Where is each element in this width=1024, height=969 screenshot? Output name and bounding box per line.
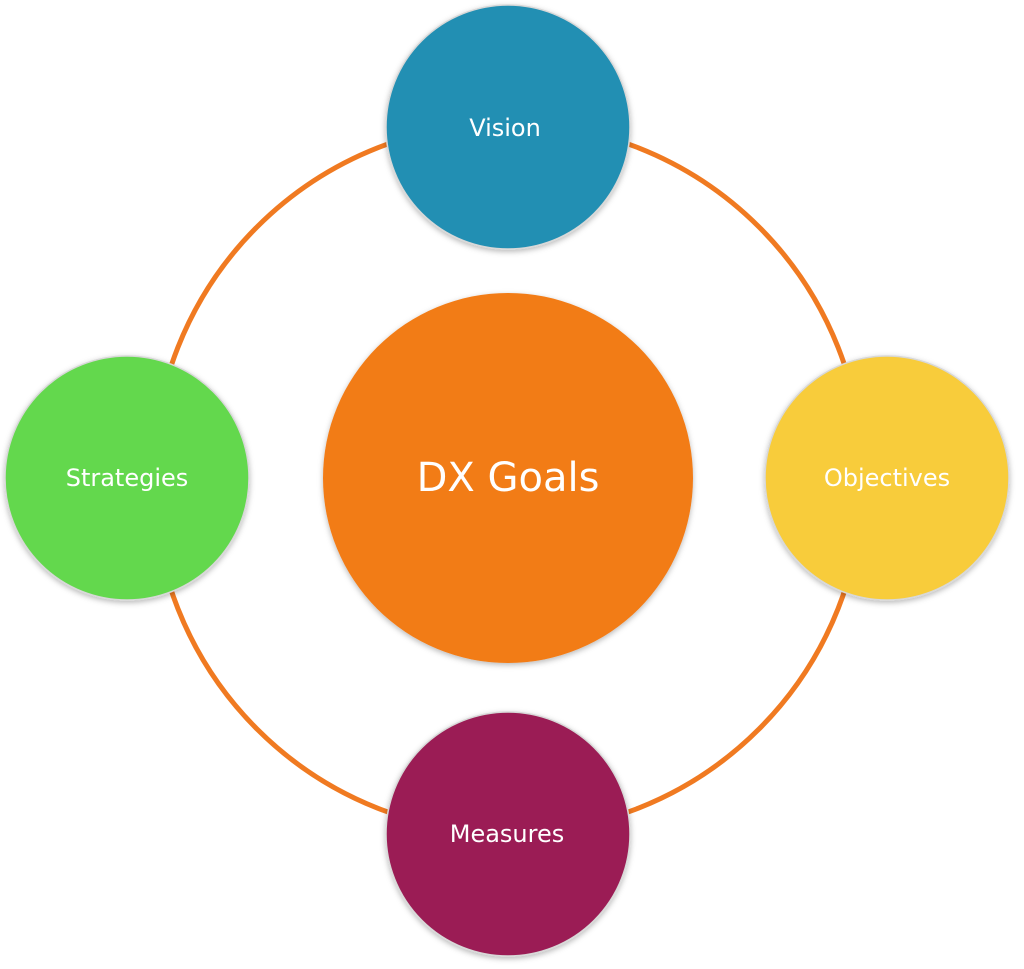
objectives-node: Objectives: [764, 355, 1010, 601]
vision-node: Vision: [385, 4, 631, 250]
measures-node: Measures: [385, 711, 631, 957]
objectives-label: Objectives: [824, 464, 950, 492]
measures-label: Measures: [450, 820, 565, 848]
strategies-circle: [4, 355, 250, 601]
measures-circle: [385, 711, 631, 957]
vision-label: Vision: [469, 114, 541, 142]
strategies-node: Strategies: [4, 355, 250, 601]
center-goal-circle: DX Goals: [323, 293, 693, 663]
center-goal-shape: [323, 293, 693, 663]
objectives-circle: [764, 355, 1010, 601]
vision-circle: [385, 4, 631, 250]
strategies-label: Strategies: [66, 464, 189, 492]
center-goal-label: DX Goals: [417, 455, 600, 501]
